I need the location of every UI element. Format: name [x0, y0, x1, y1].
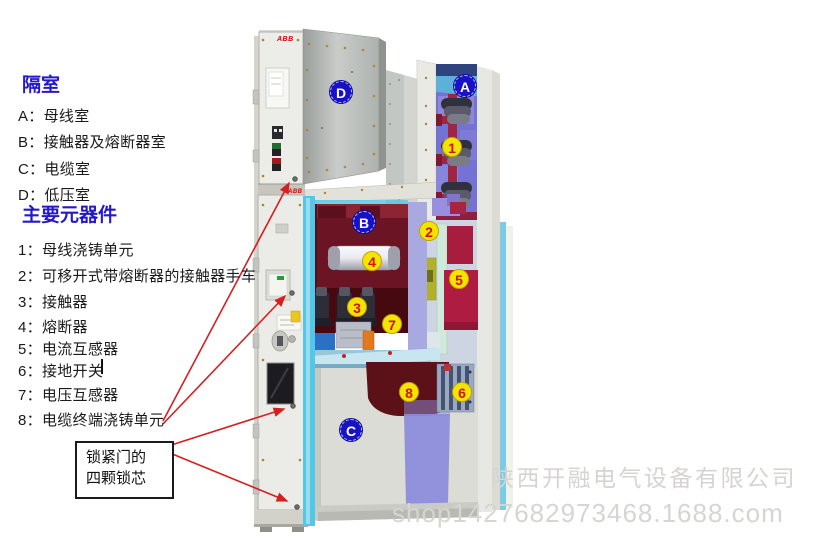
legend-item-compartment-b: B：接触器及熔断器室 [18, 134, 167, 151]
door-lock-cores [289, 176, 300, 510]
marker-compartment-c: C [340, 419, 362, 441]
marker-compartment-d: D [330, 81, 352, 103]
legend-item-component-3: 3：接触器 [18, 294, 88, 311]
marker-component-4: 4 [362, 251, 382, 271]
legend-item-component-6: 6：接地开关 [18, 363, 104, 380]
legend-item-component-1: 1：母线浇铸单元 [18, 242, 134, 259]
watermark-company: 陕西开融电气设备有限公司 [491, 465, 797, 491]
marker-component-5: 5 [449, 269, 469, 289]
marker-compartment-b: B [353, 211, 375, 233]
legend-item-compartment-d: D：低压室 [18, 187, 91, 204]
lock-note-line1: 锁紧门的 [86, 449, 147, 466]
marker-component-8: 8 [399, 382, 419, 402]
legend-title-compartments: 隔室 [22, 75, 61, 96]
bay-frame [304, 59, 446, 239]
marker-component-7: 7 [382, 314, 402, 334]
legend-item-component-4: 4：熔断器 [18, 319, 88, 336]
legend-item-compartment-c: C：电缆室 [18, 161, 91, 178]
bay-right-walls [477, 66, 513, 512]
legend-item-component-7: 7：电压互感器 [18, 387, 119, 404]
legend-item-component-2: 2：可移开式带熔断器的接触器手车 [18, 268, 257, 285]
lock-note-line2: 四颗锁芯 [86, 470, 147, 487]
marker-compartment-a: A [454, 75, 476, 97]
lock-note-box: 锁紧门的 四颗锁芯 [75, 441, 174, 499]
legend-item-component-5: 5：电流互感器 [18, 341, 119, 358]
contactor-poles [312, 287, 377, 326]
legend-item-compartment-a: A：母线室 [18, 108, 90, 125]
legend-title-components: 主要元器件 [22, 205, 118, 226]
cable-compartment [305, 362, 478, 521]
marker-component-6: 6 [452, 382, 472, 402]
lock-annotation-arrows [162, 181, 290, 502]
lv-compartment-panel [302, 28, 386, 185]
brand-logo-lower: ABB [288, 189, 303, 195]
marker-component-3: 3 [347, 297, 367, 317]
brand-logo-upper: ABB [277, 36, 294, 43]
watermark-shop-url: shop1427682973468.1688.com [392, 498, 784, 528]
legend-item-component-8: 8：电缆终端浇铸单元 [18, 412, 165, 429]
front-cabinet [252, 30, 308, 532]
text-caret [101, 359, 103, 374]
marker-component-2: 2 [419, 221, 439, 241]
door-edge-highlight [303, 196, 315, 526]
marker-component-1: 1 [442, 137, 462, 157]
